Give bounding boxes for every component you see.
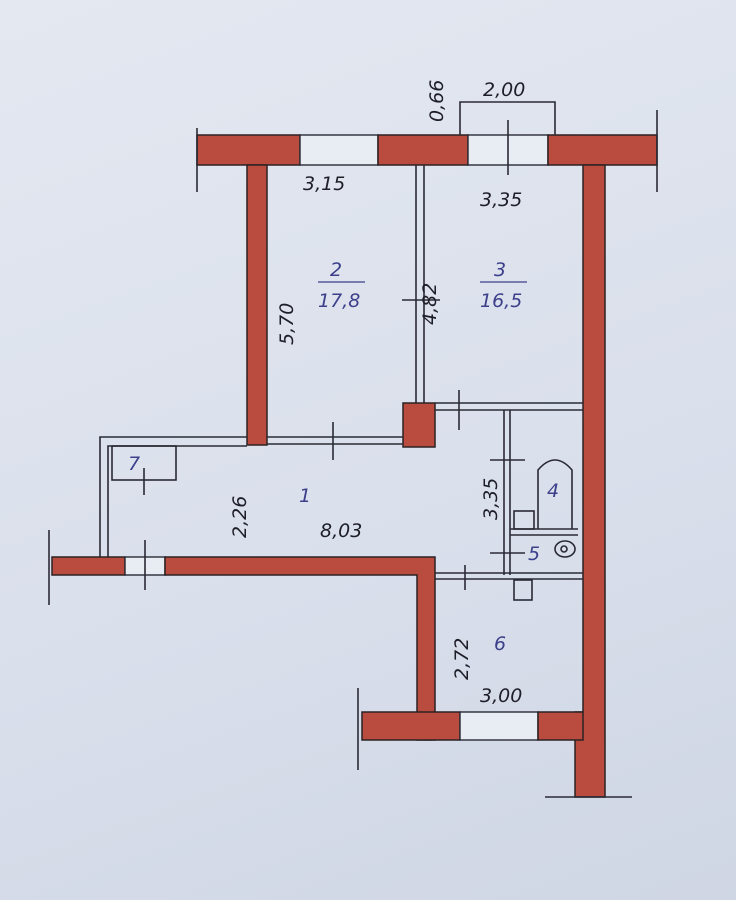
room-7-number: 7 <box>128 453 140 475</box>
column <box>402 402 436 448</box>
dim-balcony-width: 2,00 <box>483 79 525 101</box>
bathroom-partitions <box>435 410 583 601</box>
bathtub-icon <box>537 459 573 529</box>
exterior-wall-top <box>196 101 658 192</box>
dim-kitchen-width: 2,72 <box>451 638 473 680</box>
wall-hall-bottom <box>48 530 436 741</box>
dim-room3-width: 3,35 <box>480 189 522 211</box>
wall-room2-left <box>246 164 268 446</box>
room-2-number: 2 <box>330 259 342 281</box>
dim-room2-length: 5,70 <box>276 303 298 345</box>
dim-hall-width: 2,26 <box>229 496 251 538</box>
room-1-area: 8,03 <box>320 520 362 542</box>
dim-room2-width: 3,15 <box>303 173 345 195</box>
room-1-number: 1 <box>299 485 311 507</box>
room-5-number: 5 <box>528 543 540 565</box>
room-3-number: 3 <box>494 259 506 281</box>
partition-hall-top <box>267 390 583 460</box>
room-3-area: 16,5 <box>480 290 522 312</box>
dim-balcony-depth: 0,66 <box>426 80 448 122</box>
exterior-wall-right <box>574 164 606 798</box>
sink-icon <box>513 510 535 530</box>
partition-room2-room3 <box>402 165 440 403</box>
dim-hall-length: 3,35 <box>480 478 502 520</box>
exterior-wall-bottom <box>357 688 584 770</box>
room-2-area: 17,8 <box>318 290 360 312</box>
dim-kitchen-length: 3,00 <box>480 685 522 707</box>
room-4-number: 4 <box>547 480 559 502</box>
dim-room3-length: 4,82 <box>419 283 441 325</box>
storage-7-outline <box>99 436 247 557</box>
kitchen-sink-icon <box>513 579 533 601</box>
toilet-icon <box>554 540 576 558</box>
room-6-number: 6 <box>494 633 506 655</box>
